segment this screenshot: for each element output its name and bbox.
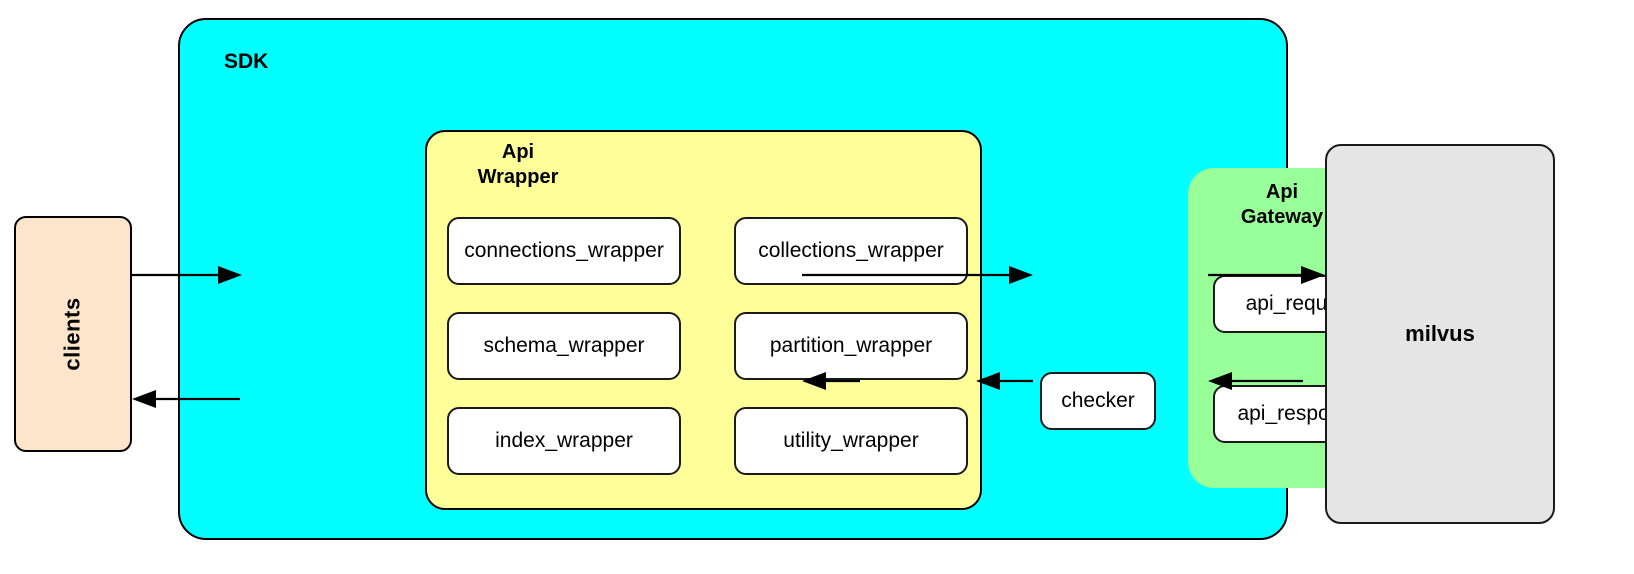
api-gateway-label-line1: Api: [1265, 181, 1299, 203]
node-partition-wrapper[interactable]: partition_wrapper: [734, 312, 968, 380]
node-label: connections_wrapper: [464, 239, 664, 262]
node-label: schema_wrapper: [483, 334, 645, 357]
api-gateway-label: Api Gateway: [1202, 180, 1362, 230]
node-connections-wrapper[interactable]: connections_wrapper: [447, 217, 681, 285]
node-checker[interactable]: checker: [1040, 372, 1156, 430]
node-label: collections_wrapper: [758, 239, 944, 262]
connector-milvus-to-api-response: [1208, 372, 1303, 390]
node-label: partition_wrapper: [769, 334, 933, 357]
connector-checker-to-api-wrapper: [802, 372, 860, 390]
connector-sdk-to-clients: [132, 390, 240, 408]
node-label: checker: [1061, 389, 1135, 412]
api-wrapper-label-line2: Wrapper: [477, 166, 559, 188]
connector-api-wrapper-to-api-request: [802, 266, 1033, 284]
node-utility-wrapper[interactable]: utility_wrapper: [734, 407, 968, 475]
api-wrapper-label-line1: Api: [501, 141, 535, 163]
api-wrapper-container[interactable]: Api Wrapper connections_wrapper collecti…: [425, 130, 982, 510]
clients-node[interactable]: clients: [14, 216, 132, 452]
milvus-label: milvus: [1405, 321, 1475, 346]
api-wrapper-label: Api Wrapper: [443, 140, 593, 190]
connector-api-request-to-milvus: [1208, 266, 1325, 284]
sdk-label: SDK: [224, 50, 269, 73]
node-label: index_wrapper: [495, 429, 633, 452]
connector-clients-to-sdk: [132, 266, 242, 284]
milvus-node[interactable]: milvus: [1325, 144, 1555, 524]
node-schema-wrapper[interactable]: schema_wrapper: [447, 312, 681, 380]
node-collections-wrapper[interactable]: collections_wrapper: [734, 217, 968, 285]
sdk-container[interactable]: SDK Api Wrapper connections_wrapper coll…: [178, 18, 1418, 540]
node-label: utility_wrapper: [783, 429, 919, 452]
node-index-wrapper[interactable]: index_wrapper: [447, 407, 681, 475]
connector-api-response-to-checker: [976, 372, 1033, 390]
api-gateway-label-line2: Gateway: [1240, 206, 1324, 228]
